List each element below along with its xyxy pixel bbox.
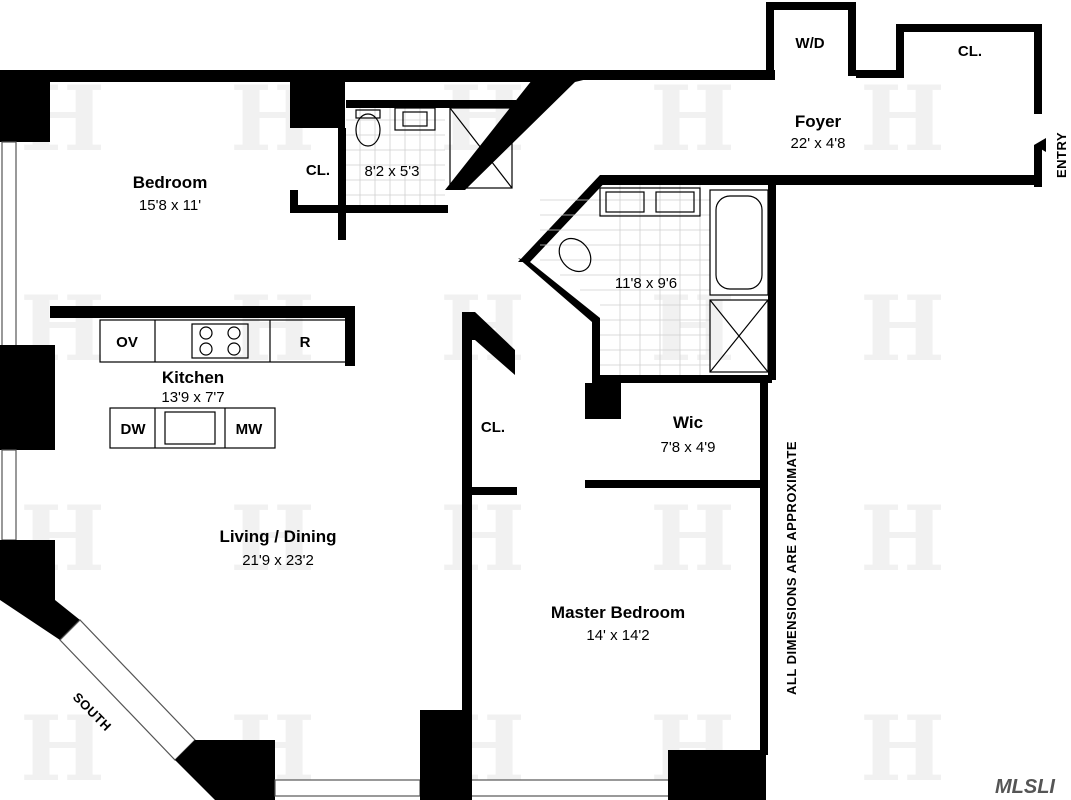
oven-label: OV [116,334,138,351]
bedroom-window [1,141,17,348]
svg-text:H: H [860,276,945,382]
sink-icon [394,107,436,131]
foyer-dims: 22' x 4'8 [791,135,846,152]
svg-text:H: H [20,696,105,800]
master-closet-label: CL. [481,419,505,436]
foyer-name: Foyer [795,112,842,131]
kitchen-counter [99,319,351,363]
master-bath-tiles [540,185,710,375]
bedroom-dims: 15'8 x 11' [139,197,201,214]
master-shower-icon [709,299,769,373]
foyer-closet-label: CL. [958,43,982,60]
svg-text:H: H [860,486,945,592]
kitchen-island [109,407,276,449]
living-window [1,449,17,541]
svg-text:H: H [860,696,945,800]
island-sink-icon [164,411,216,445]
shower-icon [449,107,513,189]
svg-text:H: H [440,486,525,592]
master-bottom-window [464,779,671,797]
svg-text:H: H [650,66,735,172]
svg-text:H: H [230,276,315,382]
microwave-label: MW [236,421,263,438]
svg-text:H: H [650,486,735,592]
entry-arrow-icon [1034,138,1046,152]
svg-text:H: H [860,66,945,172]
entry-label: ENTRY [1054,132,1069,178]
master-bedroom-name: Master Bedroom [551,603,685,622]
refrigerator-label: R [300,334,311,351]
mlsli-logo: MLSLI [995,776,1055,798]
bedroom-name: Bedroom [133,173,208,192]
svg-text:H: H [230,486,315,592]
master-toilet-icon [558,237,592,273]
living-name: Living / Dining [219,527,336,546]
disclaimer-note: ALL DIMENSIONS ARE APPROXIMATE [784,441,799,695]
living-dims: 21'9 x 23'2 [242,552,314,569]
wic-dims: 7'8 x 4'9 [661,439,716,456]
bathtub-icon [709,189,769,296]
bedroom-closet-label: CL. [306,162,330,179]
svg-text:H: H [650,276,735,382]
small-bath-tiles [346,108,445,205]
small-bath-dims: 8'2 x 5'3 [365,163,420,180]
toilet-icon [355,113,381,147]
wd-label: W/D [795,35,824,52]
master-bedroom-dims: 14' x 14'2 [586,627,649,644]
wic-name: Wic [673,413,703,432]
double-sink-icon [599,187,701,217]
kitchen-name: Kitchen [162,368,224,387]
kitchen-dims: 13'9 x 7'7 [161,389,224,406]
master-bath-dims: 11'8 x 9'6 [615,275,677,292]
cooktop-icon [191,323,249,359]
dishwasher-label: DW [121,421,147,438]
walls [0,2,1042,800]
living-bottom-window [274,779,421,797]
fixtures [99,107,1046,449]
